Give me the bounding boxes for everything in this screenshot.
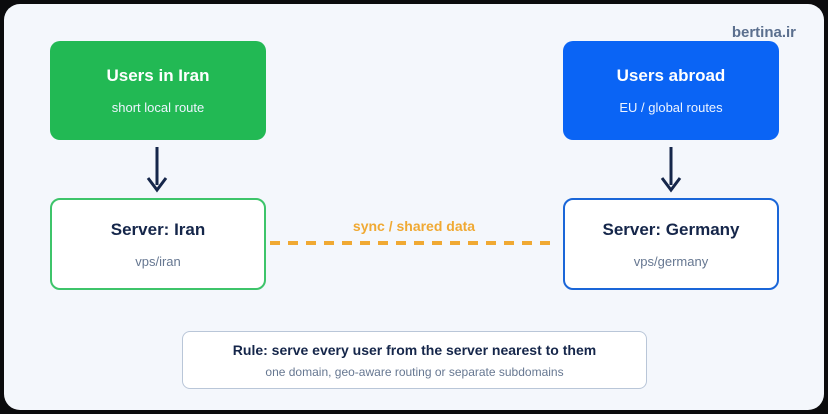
- users-iran-box: Users in Iran short local route: [50, 41, 266, 140]
- rule-box: Rule: serve every user from the server n…: [182, 331, 647, 389]
- users-abroad-subtitle: EU / global routes: [619, 100, 723, 115]
- users-abroad-box: Users abroad EU / global routes: [563, 41, 779, 140]
- users-iran-subtitle: short local route: [111, 100, 205, 115]
- diagram-panel: bertina.ir Users in Iran short local rou…: [4, 4, 824, 410]
- sync-label: sync / shared data: [352, 218, 476, 234]
- brand-watermark: bertina.ir: [731, 24, 796, 41]
- server-germany-title: Server: Germany: [602, 219, 740, 239]
- server-iran-title: Server: Iran: [110, 219, 206, 239]
- users-abroad-title: Users abroad: [616, 66, 726, 85]
- arrow-users-iran-to-server-iran: [146, 147, 168, 193]
- server-germany-subtitle: vps/germany: [633, 253, 709, 269]
- server-iran-box: Server: Iran vps/iran: [50, 198, 266, 290]
- users-iran-title: Users in Iran: [106, 66, 210, 85]
- server-germany-box: Server: Germany vps/germany: [563, 198, 779, 290]
- rule-subtitle: one domain, geo-aware routing or separat…: [265, 364, 564, 379]
- server-iran-subtitle: vps/iran: [135, 253, 181, 269]
- rule-title: Rule: serve every user from the server n…: [232, 341, 597, 358]
- connectors: [146, 147, 682, 245]
- arrow-users-abroad-to-server-germany: [660, 147, 682, 193]
